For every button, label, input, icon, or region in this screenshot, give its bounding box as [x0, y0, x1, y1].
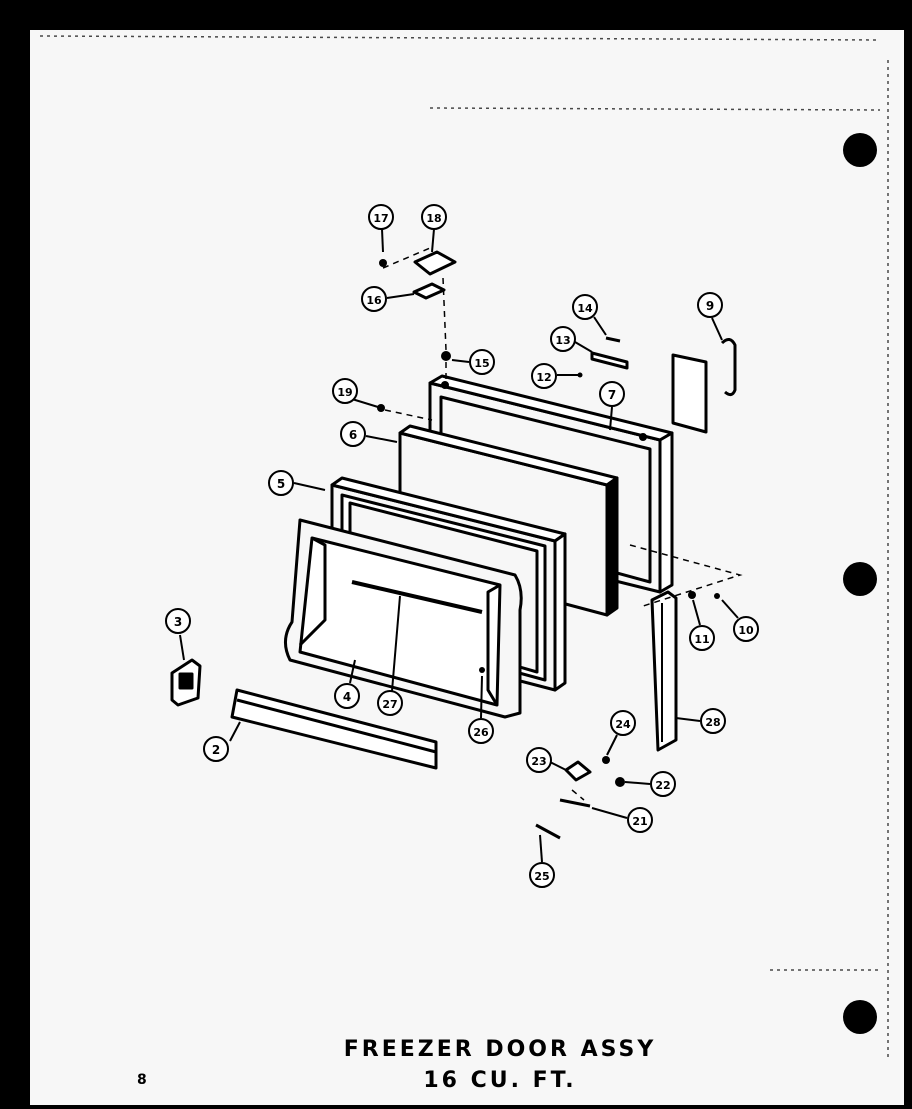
svg-text:21: 21: [632, 815, 647, 828]
diagram-title: FREEZER DOOR ASSY: [343, 1037, 657, 1062]
svg-text:23: 23: [531, 755, 546, 768]
callout-28: 28: [675, 708, 726, 734]
svg-text:10: 10: [738, 624, 754, 637]
callout-19: 19: [332, 378, 379, 408]
part-2-trim-strip: [230, 688, 438, 770]
alignment-lines: [382, 247, 743, 801]
binder-hole-middle: [843, 562, 877, 596]
part-9-door-handle: [720, 338, 737, 397]
svg-text:12: 12: [536, 371, 551, 384]
svg-text:17: 17: [373, 212, 388, 225]
binder-hole-bottom: [843, 1000, 877, 1034]
svg-text:11: 11: [694, 633, 709, 646]
svg-text:27: 27: [382, 698, 397, 711]
binder-hole-top: [843, 133, 877, 167]
callout-14: 14: [572, 294, 607, 336]
svg-text:24: 24: [615, 718, 631, 731]
callout-17: 17: [368, 204, 394, 253]
svg-text:13: 13: [555, 334, 570, 347]
part-4-door-liner: [284, 518, 523, 719]
callout-13: 13: [550, 326, 593, 353]
svg-text:18: 18: [426, 212, 441, 225]
callout-10: 10: [721, 599, 759, 642]
part-3-door-latch: [170, 658, 202, 707]
callout-9: 9: [697, 292, 723, 341]
callout-7: 7: [599, 381, 625, 431]
diagram-subtitle: 16 CU. FT.: [423, 1068, 577, 1093]
svg-text:28: 28: [705, 716, 720, 729]
scan-noise: [39, 35, 889, 1060]
callout-5: 5: [268, 470, 326, 496]
callout-23: 23: [526, 747, 567, 773]
svg-text:2: 2: [212, 743, 220, 757]
svg-text:26: 26: [473, 726, 489, 739]
svg-text:22: 22: [655, 779, 670, 792]
callout-18: 18: [421, 204, 447, 253]
part-27-shelf-rail: [351, 580, 483, 614]
page-number: 8: [137, 1072, 147, 1088]
callout-6: 6: [340, 421, 398, 447]
svg-text:16: 16: [366, 294, 382, 307]
part-21-hinge-pin: [559, 798, 591, 808]
callout-15: 15: [451, 349, 495, 375]
svg-text:15: 15: [474, 357, 489, 370]
callout-16: 16: [361, 286, 415, 312]
svg-text:9: 9: [706, 299, 714, 313]
part-13-hinge-shim: [590, 351, 629, 370]
callout-26: 26: [468, 675, 494, 744]
part-25-screw: [535, 823, 561, 840]
callout-3: 3: [165, 608, 191, 661]
svg-text:3: 3: [174, 615, 182, 629]
callout-11: 11: [689, 599, 715, 651]
handle-mounting-plate: [671, 353, 708, 434]
svg-text:4: 4: [343, 690, 351, 704]
part-14-screw: [605, 336, 621, 343]
callout-4: 4: [334, 659, 360, 709]
fastener-dots: [377, 259, 720, 787]
part-23-hinge-bracket: [564, 760, 592, 782]
svg-text:25: 25: [534, 870, 549, 883]
svg-text:5: 5: [277, 477, 285, 491]
callout-24: 24: [606, 710, 636, 756]
callout-25: 25: [529, 834, 555, 888]
callout-27: 27: [377, 595, 403, 716]
svg-text:7: 7: [608, 388, 616, 402]
part-18-hinge-bracket: [413, 250, 457, 276]
svg-text:6: 6: [349, 428, 357, 442]
part-28-door-strip: [650, 590, 678, 752]
callout-12: 12: [531, 363, 578, 389]
callout-21: 21: [591, 807, 653, 833]
callout-22: 22: [624, 771, 676, 797]
svg-text:14: 14: [577, 302, 593, 315]
callout-2: 2: [203, 721, 241, 762]
svg-text:19: 19: [337, 386, 352, 399]
